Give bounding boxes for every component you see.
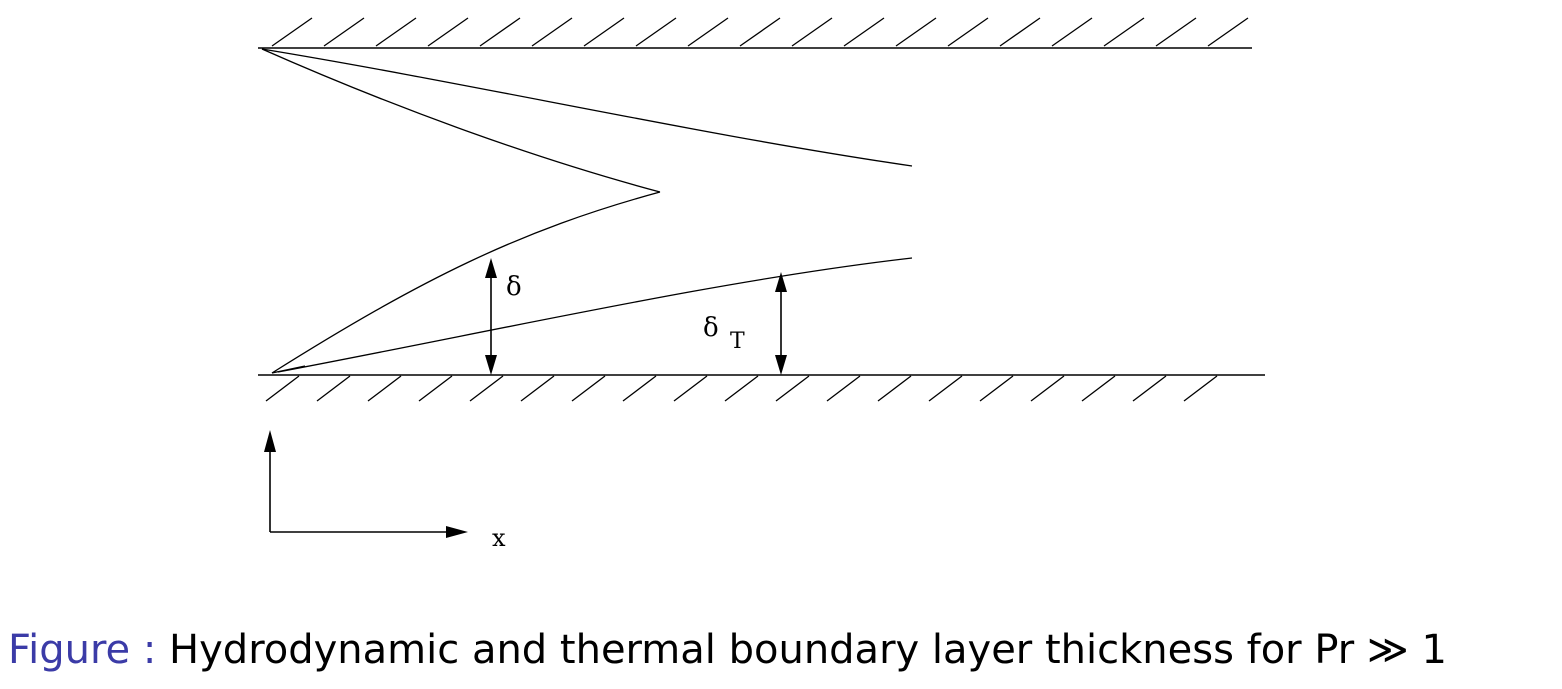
hatch-mark bbox=[1051, 17, 1093, 47]
leading-edge-tick bbox=[271, 365, 306, 374]
hatch-mark bbox=[739, 17, 781, 47]
hatch-mark bbox=[843, 17, 885, 47]
hatch-mark bbox=[367, 375, 402, 402]
hatch-mark bbox=[323, 17, 365, 47]
hatch-mark bbox=[469, 375, 504, 402]
hatch-mark bbox=[724, 375, 759, 402]
delta-dimension-arrow bbox=[485, 258, 497, 375]
thermal-boundary-layer bbox=[277, 257, 913, 373]
hydrodynamic-boundary-layer-upper bbox=[261, 48, 913, 167]
hatch-mark bbox=[479, 17, 521, 47]
delta-label: δ bbox=[506, 272, 522, 302]
hatch-mark bbox=[571, 375, 606, 402]
hatch-mark bbox=[979, 375, 1014, 402]
boundary-layer-diagram: δ δ T x bbox=[258, 17, 1265, 552]
hatch-mark bbox=[947, 17, 989, 47]
hatch-mark bbox=[1081, 375, 1116, 402]
upper-layer-to-tip-curve bbox=[261, 48, 661, 193]
hatch-mark bbox=[673, 375, 708, 402]
hatch-mark bbox=[928, 375, 963, 402]
coordinate-axes bbox=[264, 430, 468, 538]
hatch-mark bbox=[1103, 17, 1145, 47]
hydrodynamic-boundary-layer-lower bbox=[271, 191, 661, 374]
figure-caption-text: Hydrodynamic and thermal boundary layer … bbox=[169, 627, 1447, 673]
hatch-mark bbox=[271, 17, 313, 47]
hatch-mark bbox=[877, 375, 912, 402]
figure-caption-prefix: Figure : bbox=[8, 627, 157, 673]
hatch-mark bbox=[999, 17, 1041, 47]
hatch-mark bbox=[1183, 375, 1218, 402]
hatch-mark bbox=[1207, 17, 1249, 47]
hatch-mark bbox=[375, 17, 417, 47]
delta-t-label: δ bbox=[703, 313, 719, 343]
hatch-mark bbox=[635, 17, 677, 47]
hatch-mark bbox=[583, 17, 625, 47]
delta-t-subscript: T bbox=[730, 329, 745, 354]
hatch-mark bbox=[687, 17, 729, 47]
bottom-wall bbox=[258, 374, 1265, 402]
hatch-mark bbox=[418, 375, 453, 402]
top-wall-hatching bbox=[271, 17, 1249, 47]
hatch-mark bbox=[427, 17, 469, 47]
hatch-mark bbox=[826, 375, 861, 402]
hatch-mark bbox=[791, 17, 833, 47]
hatch-mark bbox=[265, 375, 300, 402]
figure-caption: Figure : Hydrodynamic and thermal bounda… bbox=[8, 622, 1558, 678]
top-wall bbox=[258, 17, 1252, 49]
hatch-mark bbox=[531, 17, 573, 47]
hatch-mark bbox=[1132, 375, 1167, 402]
hatch-mark bbox=[520, 375, 555, 402]
hatch-mark bbox=[775, 375, 810, 402]
hatch-mark bbox=[316, 375, 351, 402]
hatch-mark bbox=[622, 375, 657, 402]
bottom-wall-hatching bbox=[265, 375, 1218, 402]
hatch-mark bbox=[1155, 17, 1197, 47]
hatch-mark bbox=[1030, 375, 1065, 402]
delta-t-dimension-arrow bbox=[775, 272, 787, 375]
x-axis-label: x bbox=[492, 524, 506, 552]
hatch-mark bbox=[895, 17, 937, 47]
